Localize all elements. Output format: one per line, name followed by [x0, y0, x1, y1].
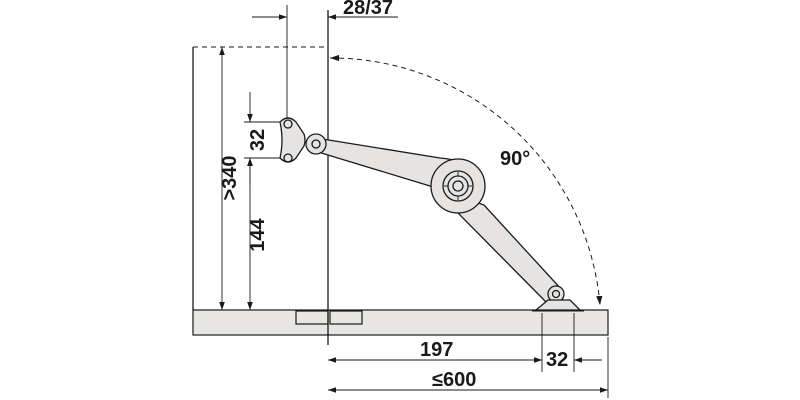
height-label: >340	[219, 155, 241, 200]
opening-arc	[329, 54, 603, 306]
base-bracket-width-label: 32	[546, 349, 568, 371]
cabinet-side-panel	[192, 10, 329, 310]
angle-label: 90°	[500, 148, 530, 170]
max-depth-label: ≤600	[432, 369, 476, 391]
lid-stay-mechanism	[279, 117, 584, 312]
hinge-cup-left	[295, 310, 329, 325]
upper-pivot	[305, 133, 327, 155]
height-dimension: >340	[219, 47, 241, 310]
mount-height-label: 144	[247, 217, 269, 251]
side-mounting-bracket	[279, 117, 306, 163]
hinge-cup-right	[329, 310, 363, 325]
max-depth-dimension: ≤600	[328, 337, 609, 398]
mount-height-dimension: 144	[247, 158, 269, 310]
spring-housing	[430, 158, 486, 214]
base-bracket	[534, 299, 582, 311]
bracket-spacing-label: 32	[247, 129, 269, 151]
top-offset-label: 28/37	[343, 0, 393, 19]
base-distance-label: 197	[420, 339, 453, 361]
base-panel	[192, 309, 609, 345]
top-offset-dimension: 28/37	[252, 0, 398, 130]
base-dimensions: 197 32	[328, 313, 602, 372]
